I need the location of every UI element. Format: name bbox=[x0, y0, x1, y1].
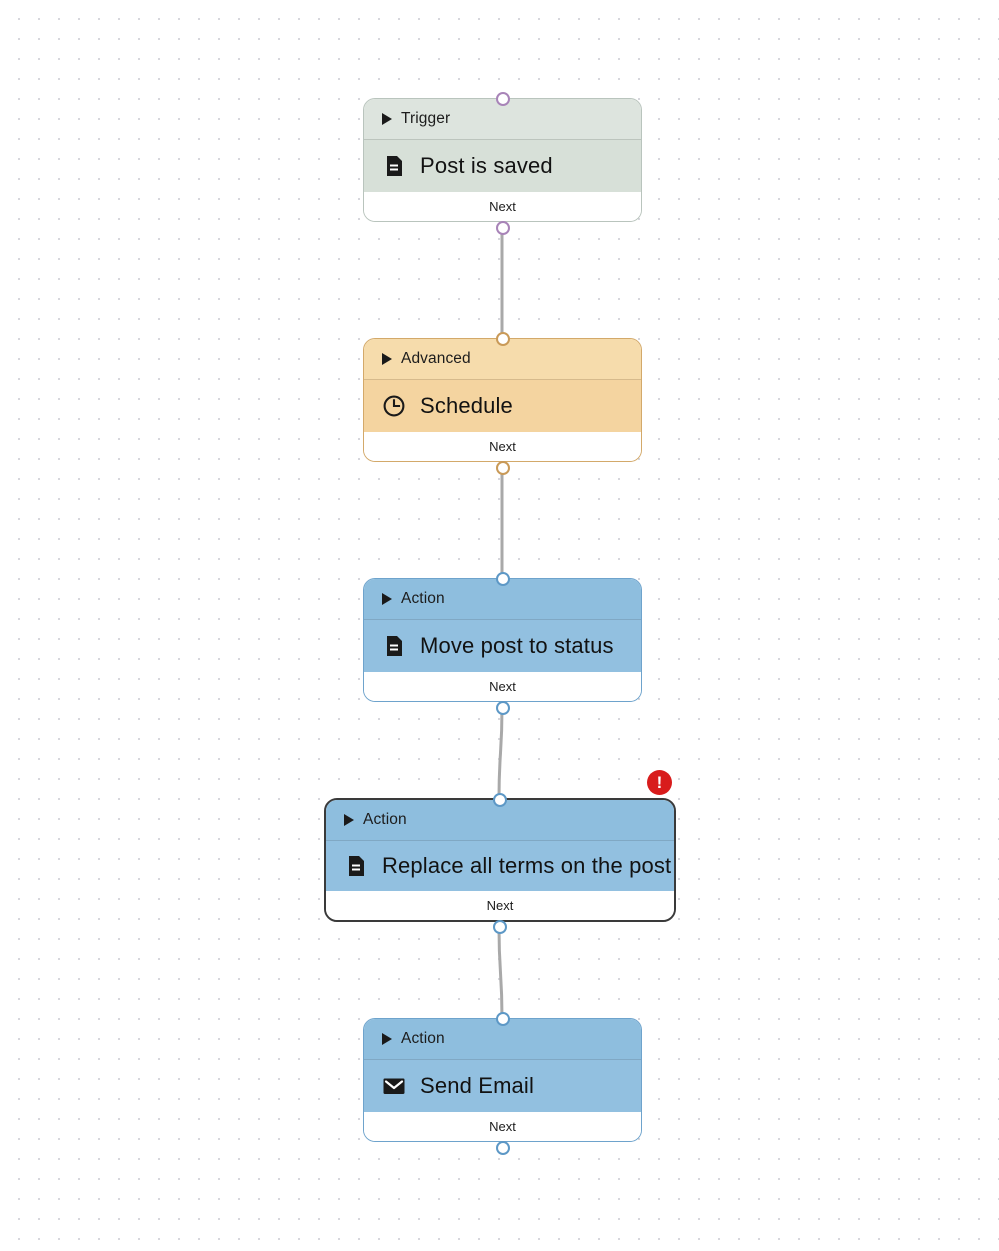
node-category-label: Advanced bbox=[401, 350, 471, 367]
node-source-handle[interactable] bbox=[495, 1141, 510, 1155]
node-body[interactable]: Replace all terms on the post bbox=[326, 840, 674, 891]
node-target-handle[interactable] bbox=[495, 92, 510, 106]
next-label: Next bbox=[489, 199, 516, 214]
node-title-label: Post is saved bbox=[420, 153, 553, 178]
clock-icon bbox=[383, 395, 405, 417]
expand-caret-icon[interactable] bbox=[344, 814, 354, 826]
node-footer: Next bbox=[364, 672, 641, 701]
expand-caret-icon[interactable] bbox=[382, 1033, 392, 1045]
exclamation-icon: ! bbox=[656, 773, 663, 792]
node-footer: Next bbox=[364, 1112, 641, 1141]
node-category-label: Action bbox=[363, 811, 407, 828]
edge-connector[interactable] bbox=[497, 707, 504, 799]
node-title-label: Send Email bbox=[420, 1073, 535, 1098]
node-title-label: Replace all terms on the post bbox=[382, 853, 672, 878]
node-body[interactable]: Schedule bbox=[364, 379, 641, 432]
node-body[interactable]: Move post to status bbox=[364, 619, 641, 672]
document-icon bbox=[387, 636, 402, 656]
node-category-label: Trigger bbox=[401, 110, 451, 127]
next-label: Next bbox=[489, 1119, 516, 1134]
expand-caret-icon[interactable] bbox=[382, 593, 392, 605]
node-title-label: Schedule bbox=[420, 393, 513, 418]
document-icon bbox=[387, 156, 402, 176]
next-label: Next bbox=[486, 898, 514, 913]
node-target-handle[interactable] bbox=[495, 572, 510, 586]
node-error-badge[interactable]: ! bbox=[647, 770, 672, 795]
node-body[interactable]: Send Email bbox=[364, 1059, 641, 1112]
edge-connector[interactable] bbox=[497, 927, 504, 1019]
expand-caret-icon[interactable] bbox=[382, 113, 392, 125]
node-footer: Next bbox=[364, 192, 641, 221]
document-icon bbox=[349, 856, 364, 876]
node-source-handle[interactable] bbox=[493, 920, 507, 934]
node-source-handle[interactable] bbox=[495, 221, 510, 235]
node-source-handle[interactable] bbox=[495, 461, 510, 475]
node-footer: Next bbox=[326, 891, 674, 920]
envelope-icon bbox=[383, 1078, 405, 1094]
next-label: Next bbox=[489, 439, 516, 454]
node-target-handle[interactable] bbox=[495, 332, 510, 346]
node-target-handle[interactable] bbox=[495, 1012, 510, 1026]
node-target-handle[interactable] bbox=[493, 793, 507, 807]
node-category-label: Action bbox=[401, 590, 445, 607]
node-title-label: Move post to status bbox=[420, 633, 614, 658]
node-category-label: Action bbox=[401, 1030, 445, 1047]
node-body[interactable]: Post is saved bbox=[364, 139, 641, 192]
node-header[interactable]: Trigger bbox=[364, 99, 641, 139]
node-source-handle[interactable] bbox=[495, 701, 510, 715]
expand-caret-icon[interactable] bbox=[382, 353, 392, 365]
node-footer: Next bbox=[364, 432, 641, 461]
next-label: Next bbox=[489, 679, 516, 694]
